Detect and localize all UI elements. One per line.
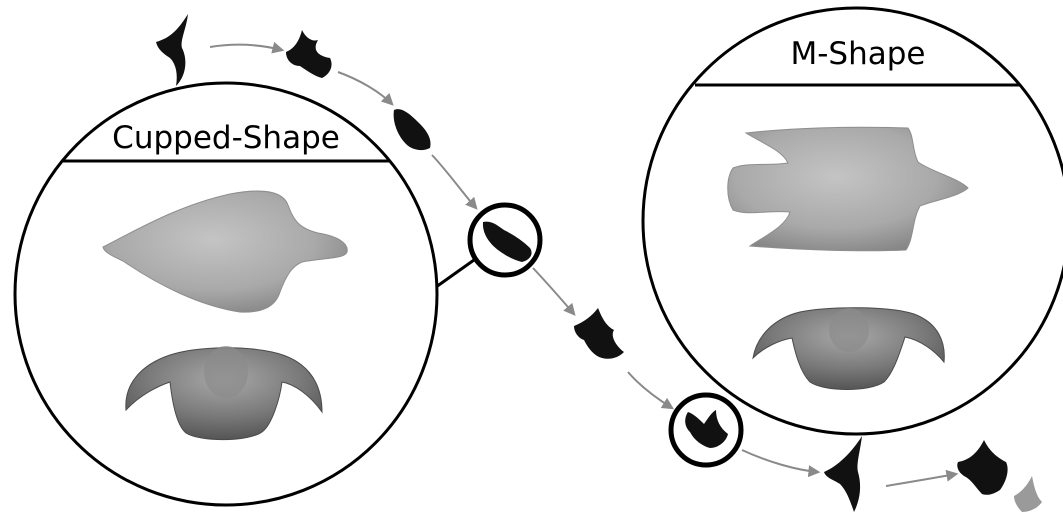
arrow-icon <box>532 267 576 316</box>
cupped-panel-title: Cupped-Shape <box>112 120 340 156</box>
bird-silhouette-icon <box>156 14 188 86</box>
arrow-icon <box>209 41 285 54</box>
bird-silhouette-icon <box>482 221 532 262</box>
arrow-icon <box>885 469 959 487</box>
arrow-icon <box>337 71 394 106</box>
m-frontview-shape <box>752 307 945 390</box>
bird-silhouette-icon <box>574 308 624 359</box>
arrow-icon <box>627 371 675 410</box>
bird-silhouette-icon <box>824 436 862 512</box>
bird-silhouette-icon <box>393 109 431 151</box>
m-shape-panel: M-Shape <box>641 6 1063 436</box>
cupped-shape-panel: Cupped-Shape <box>13 81 439 507</box>
connector-line <box>435 258 475 289</box>
bird-sequence <box>156 14 1042 512</box>
arrow-icon <box>741 449 821 478</box>
cupped-topview-shape <box>102 190 348 313</box>
m-panel-title: M-Shape <box>790 36 925 72</box>
prey-bird-silhouette-icon <box>1014 476 1042 512</box>
bird-silhouette-icon <box>286 30 332 78</box>
m-topview-shape <box>727 126 969 252</box>
bird-silhouette-icon <box>957 440 1008 495</box>
bird-silhouette-icon <box>685 410 728 448</box>
cupped-frontview-shape <box>125 346 323 441</box>
arrow-icon <box>431 154 478 210</box>
